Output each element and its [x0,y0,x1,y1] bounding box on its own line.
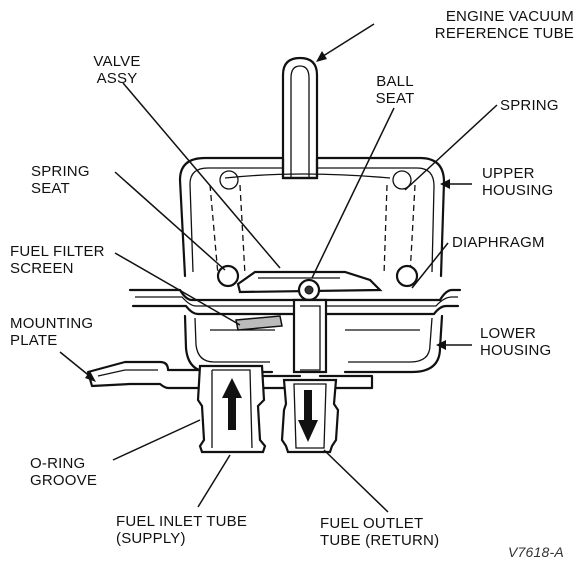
label-fuel-inlet-tube: FUEL INLET TUBE (SUPPLY) [116,513,248,547]
fuel-inlet-tube [196,364,267,454]
figure-code: V7618-A [508,544,564,560]
spring-seat-balls [216,264,419,288]
label-fuel-outlet-tube: FUEL OUTLET TUBE (RETURN) [320,515,440,549]
label-mounting-plate: MOUNTING PLATE [10,315,94,349]
fuel-outlet-tube [280,378,340,454]
springs [209,170,416,276]
label-ball-seat: BALL SEAT [375,73,415,107]
label-upper-housing: UPPER HOUSING [482,165,554,199]
label-diaphragm: DIAPHRAGM [452,234,545,251]
label-lower-housing: LOWER HOUSING [480,325,552,359]
valve-assembly [236,270,383,302]
label-fuel-filter-screen: FUEL FILTER SCREEN [10,243,105,277]
vacuum-reference-tube [281,56,319,180]
label-spring: SPRING [500,97,559,114]
leader-lines [59,23,498,513]
label-valve-assy: VALVE ASSY [93,53,141,87]
label-o-ring-groove: O-RING GROOVE [30,455,98,489]
label-engine-vacuum-reference-tube: ENGINE VACUUM REFERENCE TUBE [434,8,574,42]
label-spring-seat: SPRING SEAT [31,163,90,197]
upper-housing [178,156,446,278]
fuel-filter-screen [235,315,283,331]
outlet-passage [292,298,328,374]
